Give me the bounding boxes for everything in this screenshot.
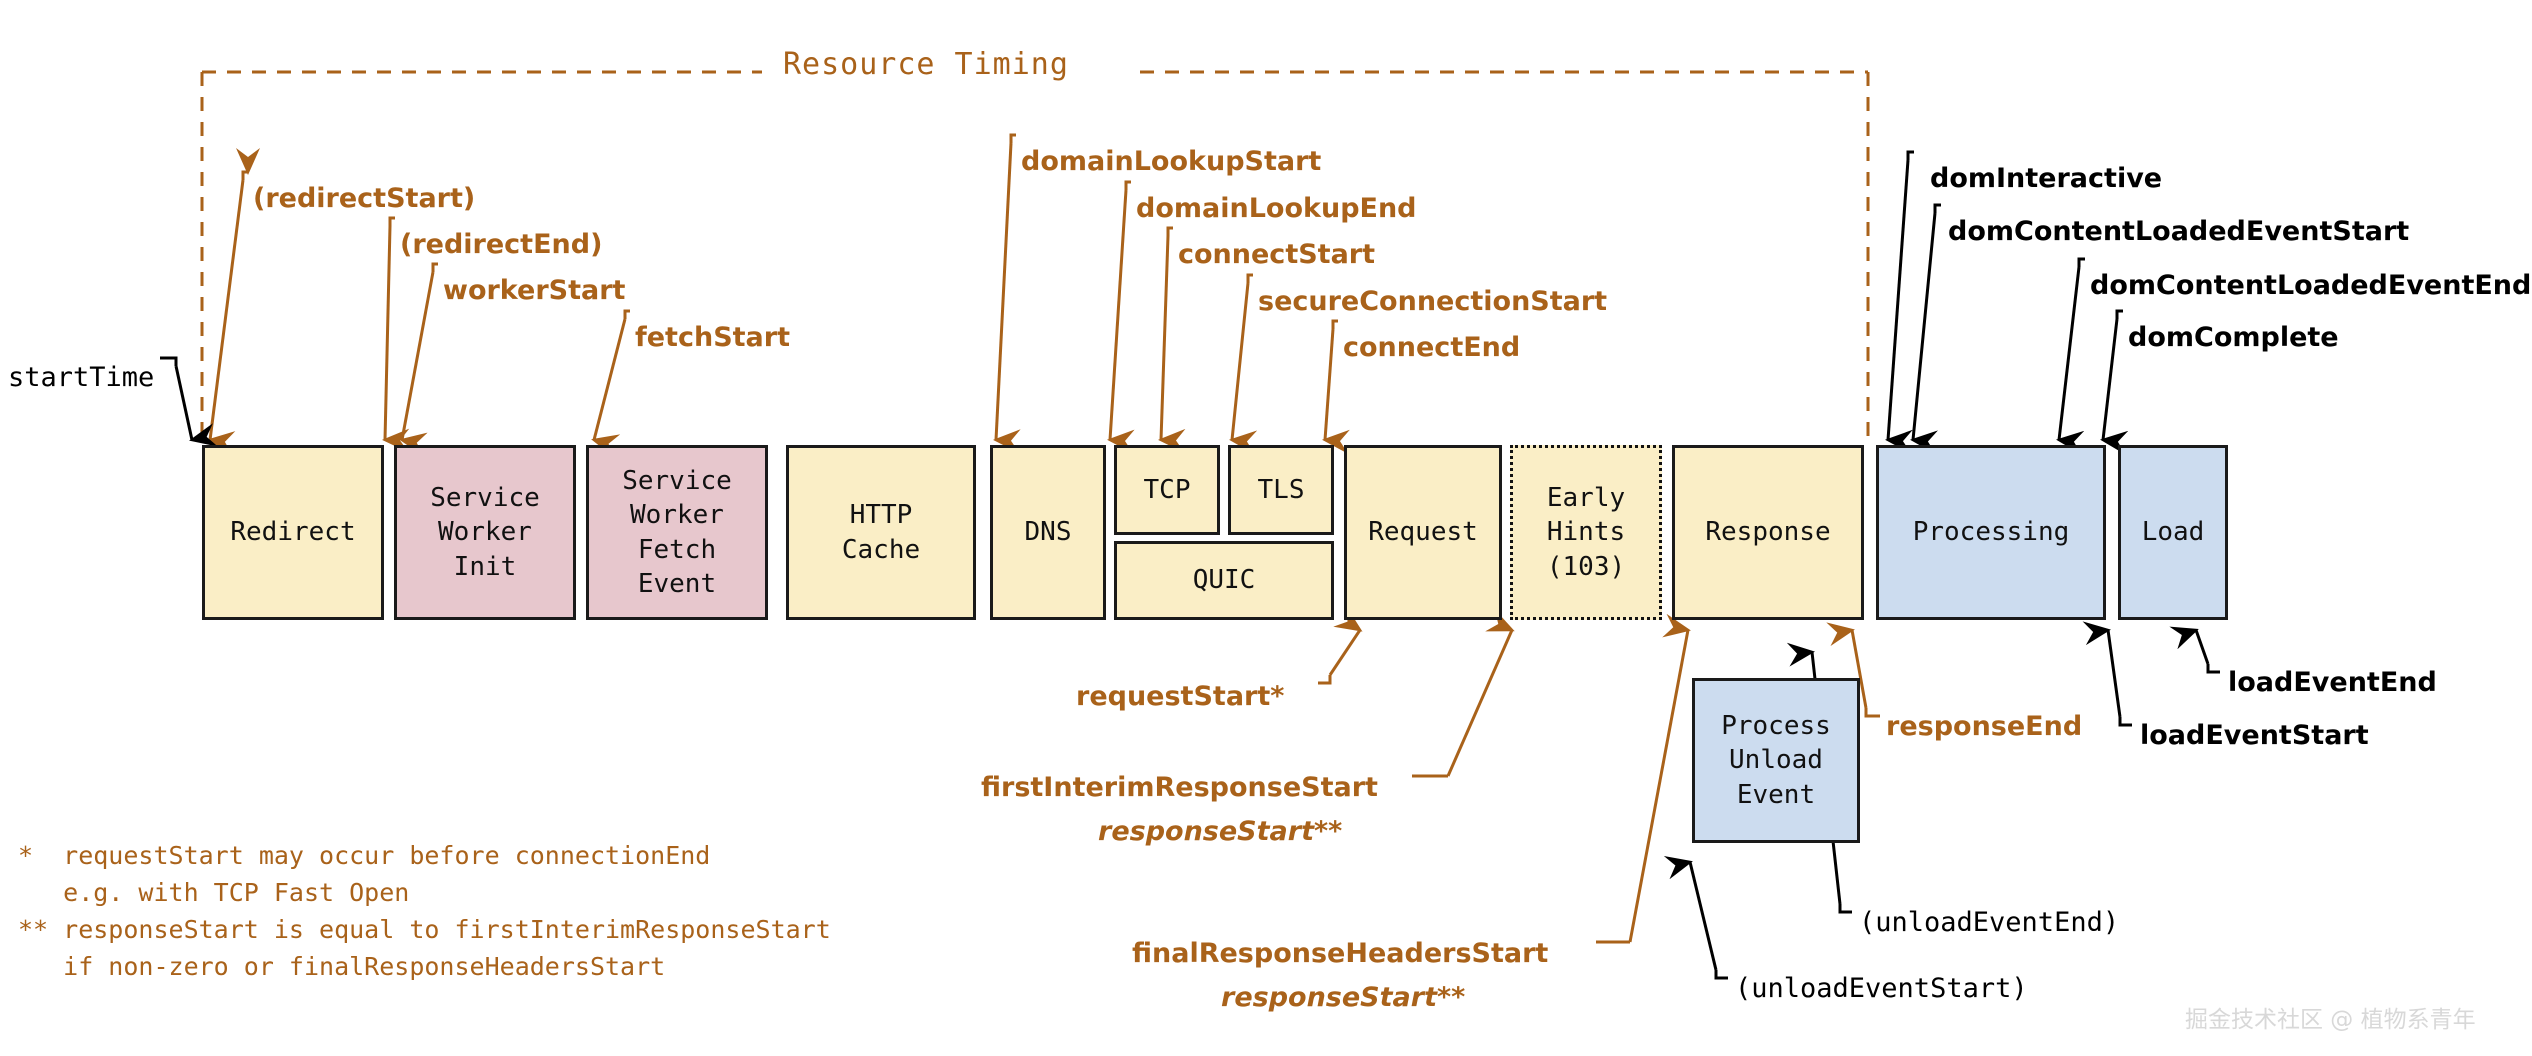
phase-box-tls[interactable]: TLS <box>1228 445 1334 535</box>
label-final-response-headers-start: finalResponseHeadersStart <box>1132 938 1549 969</box>
label-start-time: startTime <box>8 362 155 393</box>
label-response-end: responseEnd <box>1886 711 2083 742</box>
label-dom-interactive: domInteractive <box>1930 163 2163 194</box>
dom-event-leaders <box>1885 150 2129 455</box>
phase-box-early-hints[interactable]: Early Hints (103) <box>1510 445 1662 620</box>
label-fetch-start: fetchStart <box>635 322 790 353</box>
phase-box-load[interactable]: Load <box>2118 445 2228 620</box>
label-domain-lookup-start: domainLookupStart <box>1021 146 1322 177</box>
phase-box-redirect[interactable]: Redirect <box>202 445 384 620</box>
watermark: 掘金技术社区 @ 植物系青年 <box>2185 1007 2476 1033</box>
phase-box-process-unload-event[interactable]: Process Unload Event <box>1692 678 1860 843</box>
start-time-leader <box>160 356 218 447</box>
label-worker-start: workerStart <box>443 275 626 306</box>
footnote-line-3: ** responseStart is equal to firstInteri… <box>18 915 831 944</box>
label-connect-start: connectStart <box>1178 239 1376 270</box>
label-dom-complete: domComplete <box>2128 322 2339 353</box>
phase-box-service-worker-fetch-event[interactable]: Service Worker Fetch Event <box>586 445 768 620</box>
label-domain-lookup-end: domainLookupEnd <box>1136 193 1417 224</box>
label-redirect-start: (redirectStart) <box>253 183 476 214</box>
label-unload-event-start: (unloadEventStart) <box>1735 973 2028 1004</box>
footnote-line-4: if non-zero or finalResponseHeadersStart <box>18 952 666 981</box>
label-unload-event-end: (unloadEventEnd) <box>1859 907 2120 938</box>
footnote-line-1: * requestStart may occur before connecti… <box>18 841 711 870</box>
phase-box-http-cache[interactable]: HTTP Cache <box>786 445 976 620</box>
phase-box-dns[interactable]: DNS <box>990 445 1106 620</box>
resource-timing-bracket <box>200 70 1870 443</box>
phase-box-tcp[interactable]: TCP <box>1114 445 1220 535</box>
diagram-title: Resource Timing <box>783 47 1069 82</box>
label-response-start-final: responseStart** <box>1221 982 1466 1013</box>
label-dom-content-loaded-event-end: domContentLoadedEventEnd <box>2090 270 2532 301</box>
label-response-start-interim: responseStart** <box>1098 816 1343 847</box>
bottom-brown-leaders <box>1318 606 1880 944</box>
label-first-interim-response-start: firstInterimResponseStart <box>981 772 1378 803</box>
label-connect-end: connectEnd <box>1343 332 1521 363</box>
footnote-line-2: e.g. with TCP Fast Open <box>18 878 410 907</box>
label-secure-connection-start: secureConnectionStart <box>1258 286 1608 317</box>
label-load-event-end: loadEventEnd <box>2228 667 2437 698</box>
phase-box-request[interactable]: Request <box>1344 445 1502 620</box>
label-redirect-end: (redirectEnd) <box>400 229 603 260</box>
phase-box-processing[interactable]: Processing <box>1876 445 2106 620</box>
label-dom-content-loaded-event-start: domContentLoadedEventStart <box>1948 216 2410 247</box>
top-brown-leaders <box>207 133 1350 458</box>
phase-box-response[interactable]: Response <box>1672 445 1864 620</box>
phase-box-service-worker-init[interactable]: Service Worker Init <box>394 445 576 620</box>
label-load-event-start: loadEventStart <box>2140 720 2369 751</box>
label-request-start: requestStart* <box>1076 681 1285 712</box>
phase-box-quic[interactable]: QUIC <box>1114 541 1334 620</box>
